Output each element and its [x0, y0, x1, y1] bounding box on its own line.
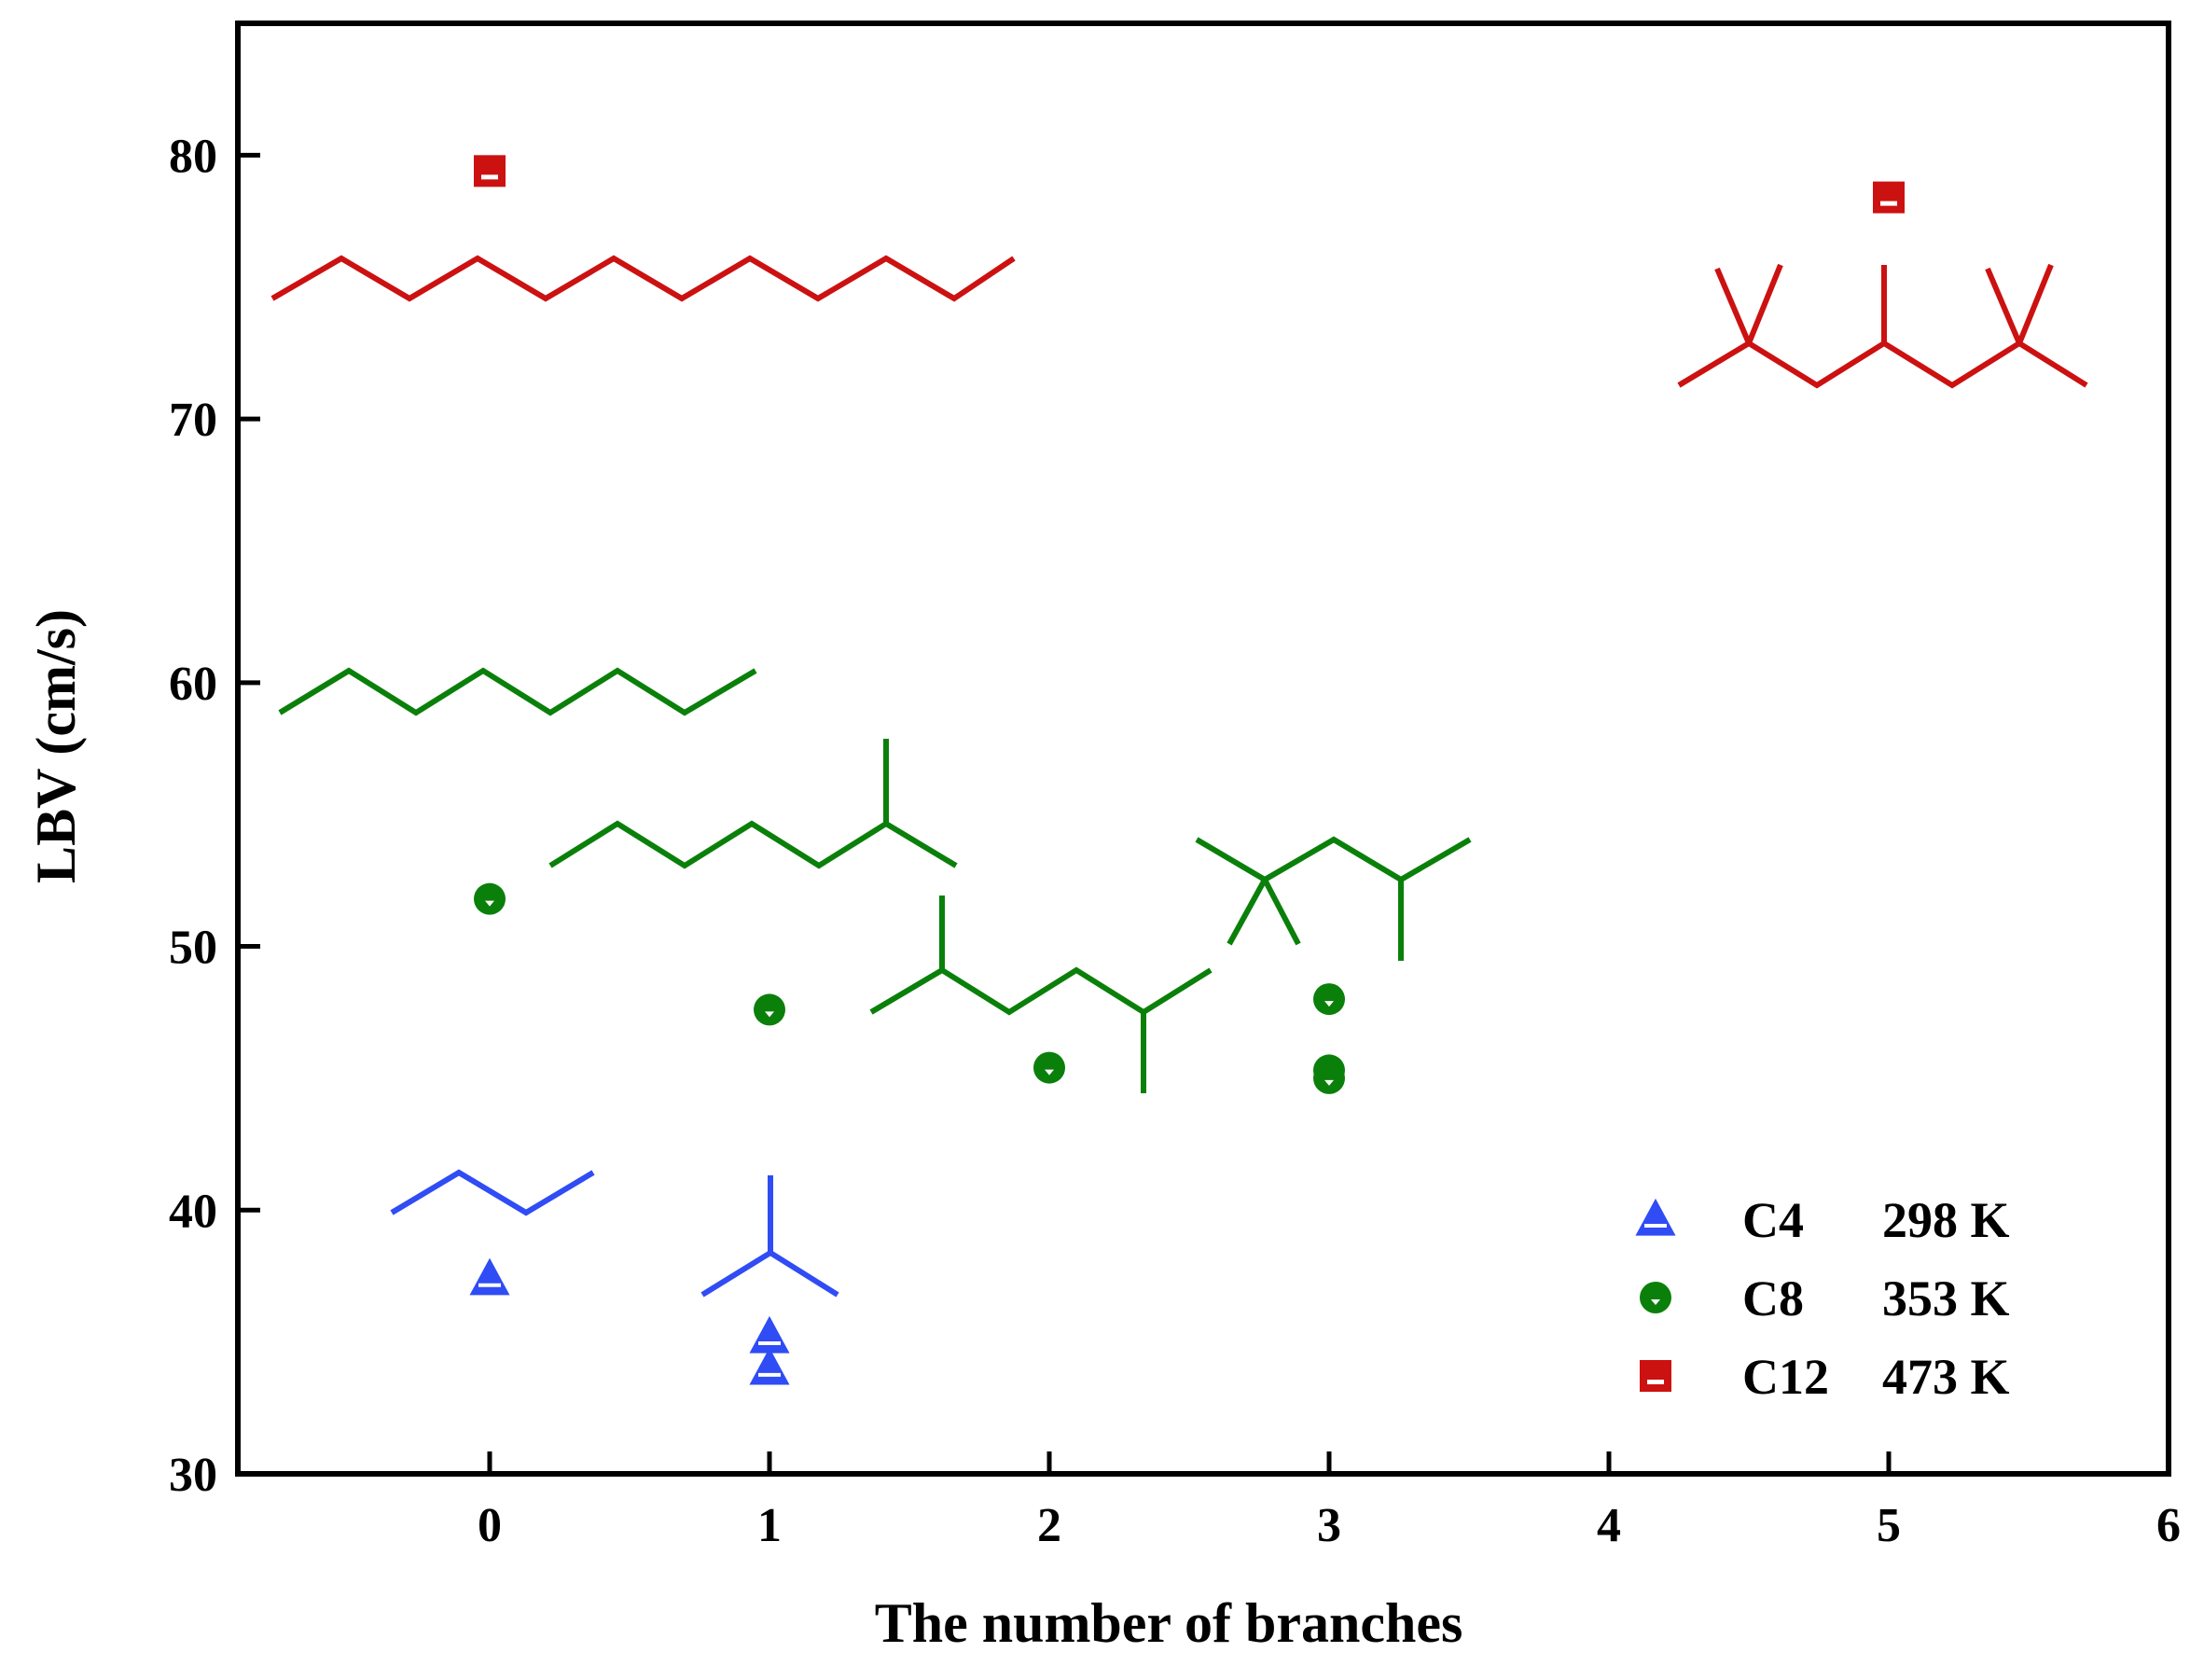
- x-tick-label: 6: [2156, 1499, 2181, 1552]
- structure-methylheptane-sketch: [548, 739, 958, 869]
- structure-branched-c12-sketch: [1677, 263, 2088, 389]
- legend-marker-c12: [1640, 1360, 1671, 1392]
- structure-n-dodecane-sketch: [270, 255, 1016, 302]
- y-axis-ticks: 30 40 50 60 70 80: [169, 130, 260, 1502]
- x-tick-label: 1: [757, 1499, 782, 1552]
- structure-isobutane-sketch: [700, 1175, 839, 1298]
- x-axis-title: The number of branches: [875, 1592, 1463, 1654]
- data-point-c8: [1313, 1062, 1345, 1094]
- legend-series-temperature: 473 K: [1882, 1349, 2010, 1405]
- structure-n-octane-sketch: [278, 667, 757, 716]
- x-tick-label: 5: [1877, 1499, 1901, 1552]
- y-tick-label: 60: [169, 658, 217, 711]
- legend-marker-c8: [1640, 1282, 1671, 1313]
- y-tick-label: 30: [169, 1449, 217, 1502]
- y-tick-label: 70: [169, 394, 217, 447]
- data-point-c12: [474, 155, 506, 187]
- data-point-c8: [1313, 983, 1345, 1016]
- data-point-c4: [749, 1315, 790, 1354]
- legend: C4 298 K C8 353 K C12 473 K: [1635, 1192, 2010, 1405]
- legend-series-name: C4: [1742, 1192, 1804, 1248]
- structure-n-butane-sketch: [390, 1169, 595, 1216]
- data-point-c8: [1033, 1051, 1065, 1084]
- data-point-c4: [749, 1347, 790, 1385]
- data-markers: [469, 155, 1905, 1385]
- y-tick-label: 50: [169, 922, 217, 975]
- x-tick-label: 0: [478, 1499, 502, 1552]
- data-point-c8: [474, 882, 506, 915]
- structure-dimethylhexane-sketch: [869, 896, 1213, 1093]
- x-tick-label: 4: [1597, 1499, 1621, 1552]
- x-tick-label: 2: [1037, 1499, 1061, 1552]
- data-point-c4: [469, 1257, 510, 1296]
- y-tick-label: 40: [169, 1185, 217, 1238]
- legend-series-temperature: 353 K: [1882, 1270, 2010, 1326]
- x-axis-ticks: 0 1 2 3 4 5 6: [478, 1451, 2181, 1552]
- legend-marker-c4: [1635, 1198, 1676, 1236]
- structure-trimethylpentane-sketch: [1195, 836, 1472, 961]
- legend-series-name: C8: [1742, 1270, 1804, 1326]
- legend-series-temperature: 298 K: [1882, 1192, 2010, 1248]
- x-tick-label: 3: [1317, 1499, 1341, 1552]
- data-point-c12: [1873, 181, 1905, 214]
- legend-series-name: C12: [1742, 1349, 1829, 1405]
- y-tick-label: 80: [169, 130, 217, 183]
- y-axis-title: LBV (cm/s): [25, 609, 87, 883]
- plot-frame: [235, 21, 2171, 1477]
- data-point-c8: [754, 993, 785, 1026]
